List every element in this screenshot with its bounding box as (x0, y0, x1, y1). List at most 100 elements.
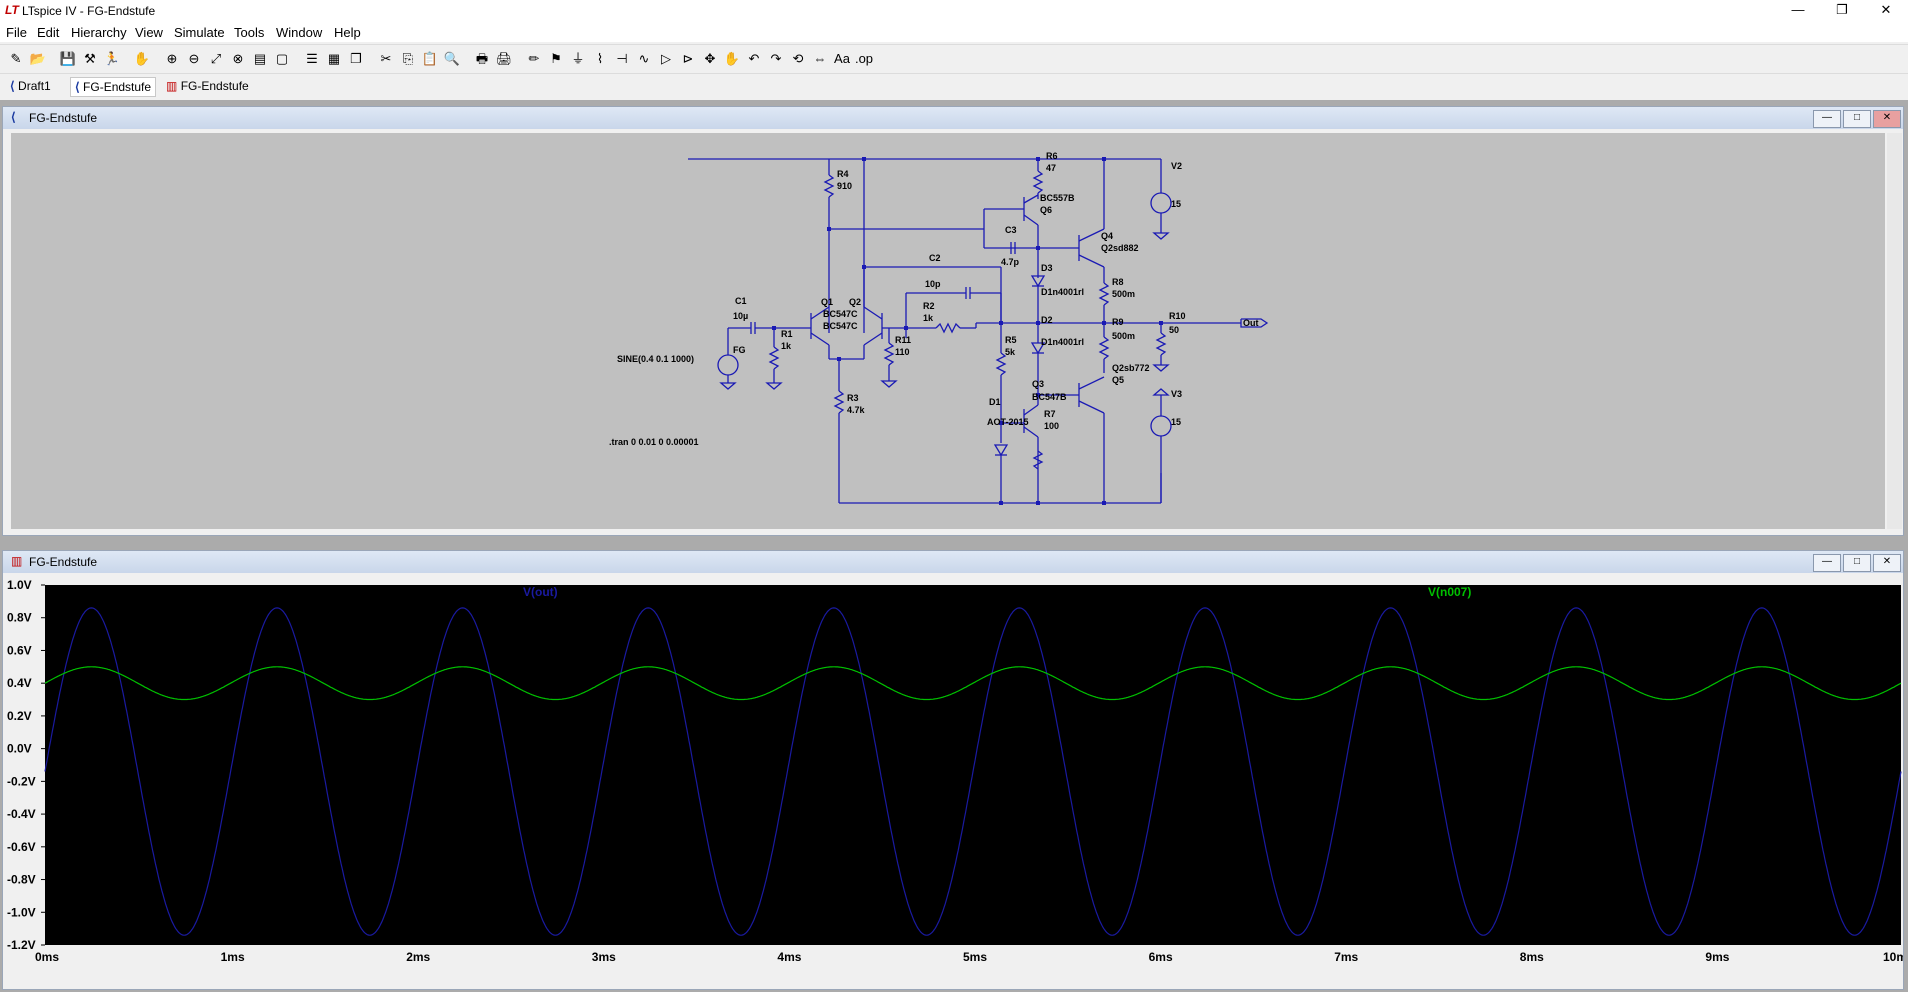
label-icon[interactable]: ⚑ (550, 51, 562, 66)
rotate-icon[interactable]: ⟲ (792, 51, 804, 66)
save-icon[interactable]: 💾 (59, 51, 77, 66)
menu-help[interactable]: Help (334, 25, 361, 40)
label-r7-value: 100 (1044, 421, 1059, 431)
drag-icon[interactable]: ✋ (723, 51, 741, 66)
capacitor-icon[interactable]: ⊣ (616, 51, 628, 66)
tile-vertical-icon[interactable]: ▦ (327, 51, 341, 66)
tab-label: FG-Endstufe (180, 79, 249, 93)
label-c1-value: 10µ (733, 311, 748, 321)
label-q5: Q5 (1112, 375, 1124, 385)
schematic-icon: ⟨ (11, 110, 16, 124)
schematic-canvas[interactable]: R4 910 R6 47 V2 15 BC557B Q6 C3 4.7p Q4 … (11, 133, 1885, 529)
tab-draft1[interactable]: ⟨ Draft1 (6, 77, 55, 95)
label-q3: Q3 (1032, 379, 1044, 389)
y-tick-label: -1.0V (7, 905, 36, 919)
copy-icon[interactable]: ⎘ (402, 51, 414, 66)
x-tick-label: 0ms (35, 950, 59, 964)
label-r9: R9 (1112, 317, 1124, 327)
label-q1: Q1 (821, 297, 833, 307)
schematic-icon: ⟨ (75, 80, 80, 94)
move-icon[interactable]: ✥ (704, 51, 716, 66)
zoom-in-icon[interactable]: ⊕ (166, 51, 178, 66)
waveform-close-button[interactable]: ✕ (1873, 554, 1901, 572)
label-v2-value: 15 (1171, 199, 1181, 209)
restore-button[interactable]: ❐ (1836, 2, 1848, 17)
clear-icon[interactable]: ▢ (275, 51, 289, 66)
label-r3: R3 (847, 393, 859, 403)
redo-icon[interactable]: ↷ (770, 51, 782, 66)
label-q1-model: BC547C (823, 309, 858, 319)
mirror-icon[interactable]: ⇔ (813, 51, 827, 66)
x-tick-label: 9ms (1705, 950, 1729, 964)
label-r3-value: 4.7k (847, 405, 866, 415)
cascade-icon[interactable]: ❐ (350, 51, 362, 66)
tile-horizontal-icon[interactable]: ☰ (306, 51, 318, 66)
paste-icon[interactable]: 📋 (421, 51, 439, 66)
component-icon[interactable]: ⊳ (682, 51, 694, 66)
x-tick-label: 7ms (1334, 950, 1358, 964)
window-title: LTspice IV - FG-Endstufe (22, 4, 156, 18)
undo-icon[interactable]: ↶ (748, 51, 760, 66)
run-icon[interactable]: 🏃 (103, 51, 121, 66)
label-c2-value: 10p (925, 279, 941, 289)
y-tick-label: 0.8V (7, 611, 32, 625)
tab-fg-endstufe-waveform[interactable]: ▥ FG-Endstufe (162, 77, 253, 95)
waveform-maximize-button[interactable]: □ (1843, 554, 1871, 572)
menu-view[interactable]: View (135, 25, 163, 40)
menu-window[interactable]: Window (276, 25, 323, 40)
schematic-maximize-button[interactable]: □ (1843, 110, 1871, 128)
halt-icon[interactable]: ✋ (133, 51, 151, 66)
open-icon[interactable]: 📂 (29, 51, 47, 66)
x-tick-label: 5ms (963, 950, 987, 964)
label-q4: Q4 (1101, 231, 1113, 241)
print-setup-icon[interactable]: 🖶 (475, 51, 489, 66)
menu-edit[interactable]: Edit (37, 25, 60, 40)
menu-simulate[interactable]: Simulate (174, 25, 225, 40)
diode-icon[interactable]: ▷ (661, 51, 671, 66)
control-panel-icon[interactable]: ⚒ (84, 51, 96, 66)
ground-icon[interactable]: ⏚ (571, 51, 585, 66)
waveform-window-title: FG-Endstufe (29, 555, 98, 569)
legend-label: V(out) (523, 585, 558, 599)
text-icon[interactable]: Aa (834, 51, 850, 66)
tab-fg-endstufe-schematic[interactable]: ⟨ FG-Endstufe (70, 77, 157, 97)
schematic-window[interactable]: ⟨ FG-Endstufe — □ ✕ (2, 106, 1904, 536)
wire-icon[interactable]: ✏ (528, 51, 540, 66)
schematic-close-button[interactable]: ✕ (1873, 110, 1901, 128)
cut-icon[interactable]: ✂ (380, 51, 392, 66)
label-q5-model: Q2sb772 (1112, 363, 1150, 373)
label-d1: D1 (989, 397, 1001, 407)
zoom-out-icon[interactable]: ⊖ (188, 51, 200, 66)
autorange-icon[interactable]: ▤ (253, 51, 267, 66)
label-r5-value: 5k (1005, 347, 1016, 357)
find-icon[interactable]: 🔍 (443, 51, 461, 66)
schematic-vertical-scrollbar[interactable] (1887, 133, 1902, 529)
zoom-cancel-icon[interactable]: ⊗ (232, 51, 244, 66)
menu-hierarchy[interactable]: Hierarchy (71, 25, 127, 40)
zoom-fit-icon[interactable]: ⤢ (210, 51, 222, 66)
label-r7: R7 (1044, 409, 1056, 419)
label-c2: C2 (929, 253, 941, 263)
new-schematic-icon[interactable]: ✎ (10, 51, 22, 66)
waveform-window-titlebar: ▥ FG-Endstufe — □ ✕ (3, 551, 1903, 573)
label-r1-value: 1k (781, 341, 792, 351)
label-r5: R5 (1005, 335, 1017, 345)
x-tick-label: 1ms (221, 950, 245, 964)
inductor-icon[interactable]: ∿ (638, 51, 650, 66)
label-r1: R1 (781, 329, 793, 339)
resistor-icon[interactable]: ⌇ (596, 51, 604, 66)
y-tick-label: -0.2V (7, 774, 36, 788)
spice-directive-icon[interactable]: .op (854, 51, 874, 66)
close-button[interactable]: ✕ (1880, 2, 1892, 17)
waveform-minimize-button[interactable]: — (1813, 554, 1841, 572)
y-tick-label: -0.4V (7, 807, 36, 821)
menu-file[interactable]: File (6, 25, 27, 40)
y-tick-label: 0.6V (7, 643, 32, 657)
tab-label: FG-Endstufe (83, 80, 152, 94)
menu-tools[interactable]: Tools (234, 25, 265, 40)
schematic-minimize-button[interactable]: — (1813, 110, 1841, 128)
minimize-button[interactable]: — (1791, 2, 1805, 17)
print-icon[interactable]: 🖨 (495, 51, 513, 66)
